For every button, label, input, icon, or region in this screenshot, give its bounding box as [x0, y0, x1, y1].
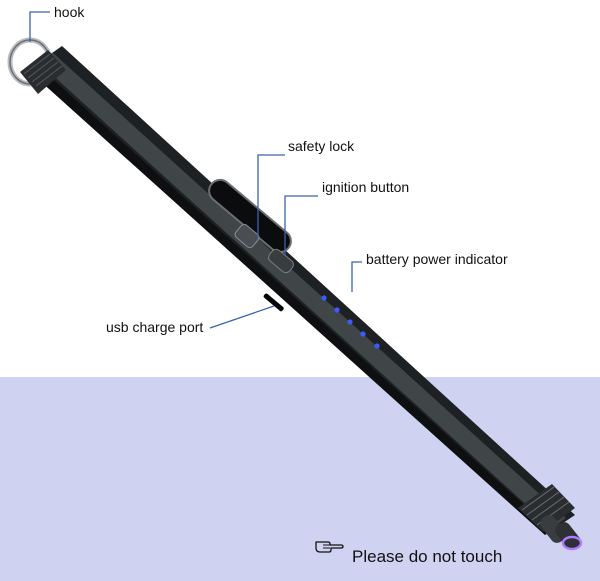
pointing-hand-icon [315, 541, 344, 553]
lighter-body-sheen [38, 52, 566, 528]
bottom-cap-knurling [521, 486, 570, 526]
electrode-tips [540, 515, 583, 551]
usb-port [263, 293, 284, 312]
safety-lock-switch[interactable] [233, 223, 260, 249]
top-cap-knurling [23, 53, 63, 87]
hook-label: hook [54, 4, 85, 20]
safety-lock-label: safety lock [288, 138, 355, 154]
warning-text: Please do not touch [352, 547, 503, 566]
battery-power-indicator-label: battery power indicator [366, 251, 508, 267]
ignition-button-label: ignition button [322, 179, 410, 195]
leader-lines [29, 11, 362, 329]
lighter-body [28, 46, 575, 535]
ignition-switch[interactable] [267, 247, 296, 274]
lighter-body-shadow [28, 64, 552, 535]
battery-indicator-leds [321, 295, 380, 349]
usb-charge-port-label: usb charge port [106, 319, 204, 335]
top-cap [20, 50, 66, 94]
